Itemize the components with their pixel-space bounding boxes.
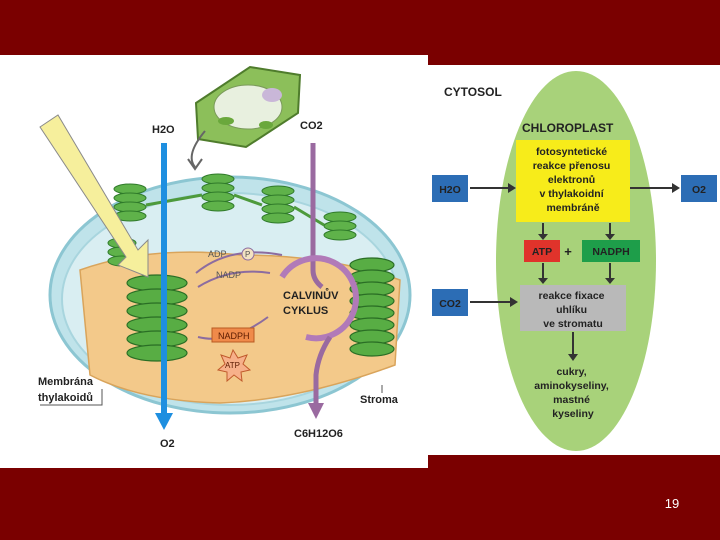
plant-cell-icon	[194, 65, 302, 149]
nadph-box-right	[582, 240, 640, 262]
atp-burst-left	[216, 348, 252, 383]
o2-label-left: O2	[160, 438, 175, 450]
phosphate-label: P	[245, 250, 250, 259]
svg-text:reakce fixace uhlíku v: reakce fixace uhlíku ve stromatu	[539, 290, 608, 330]
light-reactions-line2: reakce přenosu	[533, 160, 611, 172]
granum-back-1	[113, 183, 147, 222]
light-reactions-line1: fotosyntetické	[536, 146, 607, 158]
h2o-box-right	[432, 175, 468, 202]
granum-front-right	[349, 257, 395, 357]
atp-label-right: ATP	[532, 246, 552, 258]
cytosol-label: CYTOSOL	[444, 85, 502, 99]
o2-box-right	[681, 175, 717, 202]
photosynthesis-schematic: CYTOSOL CHLOROPLAST fotosyntetické reakc…	[428, 65, 720, 455]
chloroplast-illustration: H2O CO2 ADP P NADP NADPH ATP CALVINŮV CY…	[0, 55, 428, 468]
light-reactions-line4: v thylakoidní	[539, 188, 604, 200]
fixation-line1: reakce fixace	[539, 290, 605, 302]
granum-front-left	[126, 274, 188, 362]
plus-sign: +	[564, 244, 572, 259]
calvin-label-line2: CYKLUS	[283, 305, 328, 317]
nadp-label: NADP	[216, 270, 241, 280]
fixation-line3: ve stromatu	[543, 318, 603, 330]
chloroplast-label: CHLOROPLAST	[522, 121, 614, 135]
co2-box-right	[432, 289, 468, 316]
glucose-label: C6H12O6	[294, 428, 343, 440]
products-line3: mastné	[553, 394, 590, 406]
carbon-fixation-box	[520, 285, 626, 331]
atp-label-left: ATP	[225, 361, 240, 370]
svg-text:fotosyntetické reakce přen: fotosyntetické reakce přenosu elektronů …	[533, 146, 614, 214]
granum-back-4	[323, 211, 357, 241]
nadph-box-left	[211, 327, 255, 343]
nadph-label-right: NADPH	[592, 246, 629, 258]
granum-back-2	[201, 173, 235, 212]
h2o-label-right: H2O	[439, 184, 461, 196]
atp-box-right	[524, 240, 560, 262]
light-reactions-box	[516, 140, 630, 222]
adp-label: ADP	[208, 249, 227, 259]
svg-text:cukry, aminokyseliny,: cukry, aminokyseliny, mastné kyseliny	[534, 366, 611, 420]
products-line4: kyseliny	[552, 408, 594, 420]
light-reactions-line5: membráně	[546, 202, 599, 214]
granum-back-3	[261, 185, 295, 224]
glucose-arrow	[313, 335, 333, 405]
calvin-cycle-loop	[279, 255, 359, 342]
co2-label-right: CO2	[439, 298, 461, 310]
stroma-label: Stroma	[360, 394, 399, 406]
o2-label-right: O2	[692, 184, 706, 196]
nadph-label-left: NADPH	[218, 331, 250, 341]
page-number: 19	[664, 496, 680, 511]
co2-label-left: CO2	[300, 120, 323, 132]
light-reactions-line3: elektronů	[548, 174, 595, 186]
products-line2: aminokyseliny,	[534, 380, 609, 392]
co2-arrow	[310, 143, 324, 289]
sunlight-arrow	[39, 114, 149, 278]
calvin-label-line1: CALVINŮV	[283, 288, 339, 302]
membrane-label-line1: Membrána	[38, 376, 94, 388]
products-line1: cukry,	[556, 366, 586, 378]
fixation-line2: uhlíku	[556, 304, 587, 316]
membrane-label-line2: thylakoidů	[38, 392, 93, 404]
h2o-label-left: H2O	[152, 124, 175, 136]
